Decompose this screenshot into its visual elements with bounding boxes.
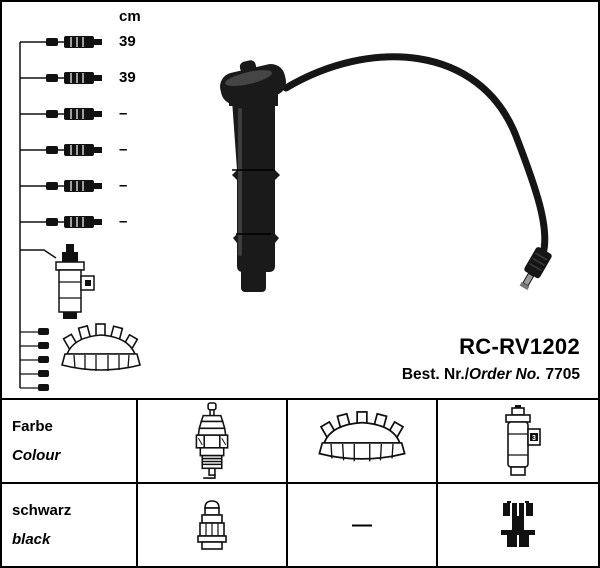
table-cell-color-value: schwarz black — [2, 484, 136, 566]
cable-length-value: – — [119, 213, 128, 230]
cable-length-value: 39 — [119, 69, 136, 86]
cable-length-value: 39 — [119, 33, 136, 50]
spec-table: Farbe Colour — [2, 398, 598, 566]
spark-plug-icon — [195, 402, 229, 479]
order-number: 7705 — [545, 366, 580, 383]
cap-stub-connectors — [38, 328, 49, 391]
distributor-cap-icon — [318, 411, 406, 462]
unit-label: cm — [119, 8, 141, 25]
color-label-en: Colour — [12, 447, 61, 464]
table-cell-no-part: — — [288, 484, 436, 566]
table-cell-spark-plug — [138, 400, 286, 482]
table-cell-coil-connector — [438, 484, 598, 566]
cable-connector-icon — [19, 143, 103, 157]
table-cell-color-label: Farbe Colour — [2, 400, 136, 482]
table-cell-ignition-coil: 3 — [438, 400, 598, 482]
ignition-cable-lead — [282, 53, 549, 258]
ignition-coil-icon: 3 — [505, 405, 541, 476]
color-value-en: black — [12, 531, 51, 548]
order-no-label: Order No. — [469, 366, 541, 383]
cable-length-schematic: cm 39 39 – – – – — [2, 2, 177, 400]
spark-plug-boot — [220, 60, 286, 292]
cable-length-value: – — [119, 141, 128, 158]
cable-length-value: – — [119, 177, 128, 194]
cable-connector-icon — [19, 71, 103, 85]
distributor-cap-drawing — [61, 323, 141, 371]
color-label-de: Farbe — [12, 418, 53, 435]
coil-badge: 3 — [532, 435, 536, 442]
cable-connector-icon — [19, 35, 103, 49]
table-cell-plug-connector — [138, 484, 286, 566]
cable-end-connector — [519, 247, 552, 291]
color-value-de: schwarz — [12, 502, 72, 519]
part-number: RC-RV1202 — [459, 334, 580, 359]
table-cell-distributor-cap — [288, 400, 436, 482]
best-nr-label: Best. Nr. — [401, 366, 465, 383]
cable-connector-icon — [19, 107, 103, 121]
cable-connector-icon — [19, 215, 103, 229]
cable-connector-icon — [19, 179, 103, 193]
cable-length-value: – — [119, 105, 128, 122]
separator: / — [464, 366, 470, 383]
wiring-schematic-drawing — [19, 35, 141, 391]
order-number-line: Best. Nr./Order No.7705 — [402, 366, 580, 384]
plug-connector-icon — [197, 500, 227, 550]
ignition-coil-drawing — [55, 244, 95, 319]
no-part-dash: — — [352, 513, 372, 536]
cap-branch-lines — [20, 331, 38, 389]
coil-connector-icon — [501, 501, 535, 547]
ignition-cable-photo — [220, 53, 552, 292]
coil-wire-line — [20, 249, 57, 259]
